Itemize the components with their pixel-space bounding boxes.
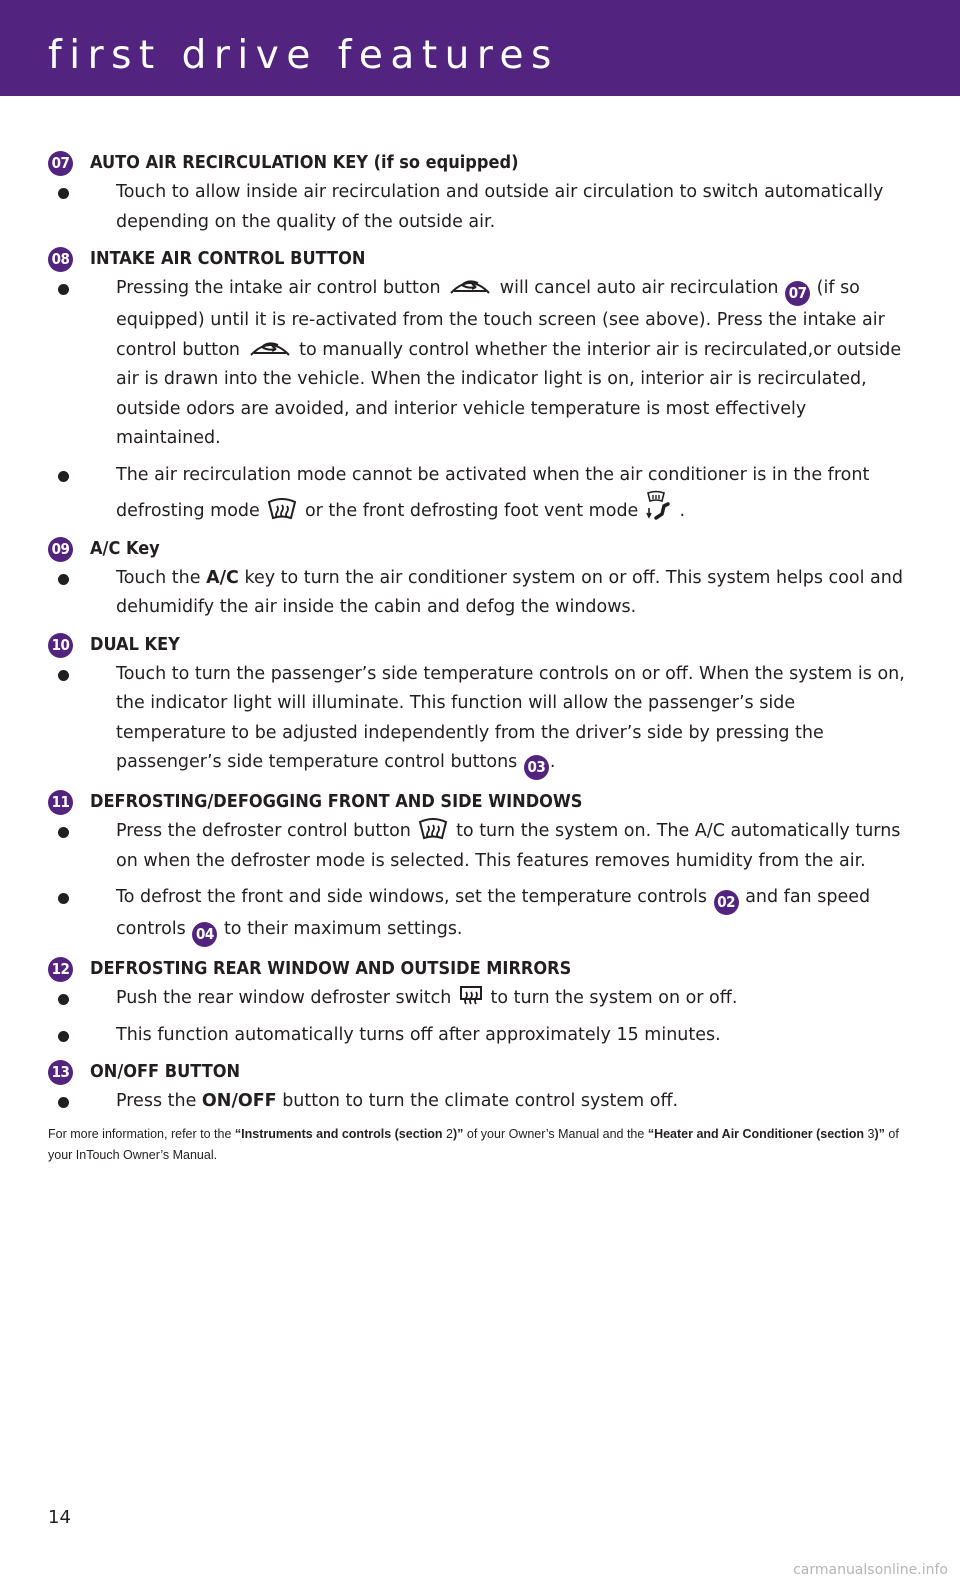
page-header-title: first drive features (48, 33, 559, 78)
footnote-quote-close: )” (453, 1126, 464, 1141)
section-title: DUAL KEY (90, 633, 180, 655)
bullet-item: Press the ON/OFF button to turn the clim… (58, 1087, 908, 1117)
bullet-text: to manually control whether the interior… (116, 339, 902, 449)
section-number-badge: 07 (48, 151, 73, 176)
bullet-item: Press the defroster control button to tu… (58, 817, 908, 876)
rear-defrost-icon (459, 985, 483, 1007)
recirculation-icon (448, 275, 492, 297)
section-number-badge: 10 (48, 632, 73, 658)
reference-badge: 07 (785, 281, 811, 306)
bullet-text: To defrost the front and side windows, s… (116, 887, 708, 907)
bullet-text: (if so equipped) until it is re-activate… (116, 278, 885, 360)
reference-badge: 04 (192, 922, 218, 947)
manual-reference-link-text: “Heater and Air Conditioner (section (647, 1126, 865, 1141)
section-heading: 12 DEFROSTING REAR WINDOW AND OUTSIDE MI… (48, 954, 908, 984)
header-bar: first drive features (0, 0, 960, 96)
footnote-text: 2 (446, 1126, 453, 1141)
footnote-text: 3 (867, 1126, 875, 1141)
watermark: carmanualsonline.info (793, 1562, 948, 1578)
section-heading: 07 AUTO AIR RECIRCULATION KEY (if so equ… (48, 148, 908, 178)
footnote-text: of your InTouch Owner’s Manual. (48, 1126, 899, 1162)
section-title: DEFROSTING/DEFOGGING FRONT AND SIDE WIND… (90, 791, 583, 812)
manual-reference-link-text: “Instruments and controls (section (234, 1126, 443, 1141)
bullet-text: or the front defrosting foot vent mode (304, 501, 639, 521)
section-title: INTAKE AIR CONTROL BUTTON (90, 248, 366, 269)
bullet-text: to their maximum settings. (223, 919, 463, 939)
section-number-badge: 09 (48, 536, 73, 562)
recirculation-icon (248, 337, 292, 359)
bold-key-label: A/C (206, 567, 239, 588)
bullet-text: Touch to turn the passenger’s side tempe… (116, 663, 905, 773)
section-13: 13 ON/OFF BUTTON Press the ON/OFF button… (48, 1057, 908, 1117)
bullet-text: . (549, 752, 556, 772)
bullet-text: Pressing the intake air control button (116, 278, 441, 298)
main-content: 07 AUTO AIR RECIRCULATION KEY (if so equ… (48, 148, 908, 1166)
section-heading: 09 A/C Key (48, 534, 908, 564)
footnote: For more information, refer to the “Inst… (48, 1124, 908, 1166)
bullet-item: To defrost the front and side windows, s… (58, 883, 908, 947)
bullet-item: Pressing the intake air control button w… (58, 274, 908, 454)
bullet-text: . (679, 501, 686, 521)
bullet-text: Press the defroster control button (116, 821, 411, 841)
bullet-text: Touch to allow inside air recirculation … (116, 182, 884, 232)
bullet-item: Push the rear window defroster switch to… (58, 984, 908, 1014)
section-title: AUTO AIR RECIRCULATION KEY (if so equipp… (90, 152, 519, 173)
section-title: DEFROSTING REAR WINDOW AND OUTSIDE MIRRO… (90, 958, 572, 979)
bold-key-label: ON/OFF (201, 1091, 277, 1111)
bullet-item: Touch to turn the passenger’s side tempe… (58, 660, 908, 780)
section-heading: 08 INTAKE AIR CONTROL BUTTON (48, 244, 908, 274)
section-heading: 13 ON/OFF BUTTON (48, 1057, 908, 1087)
bullet-text: Touch the (116, 567, 201, 588)
front-defrost-icon (267, 498, 297, 520)
section-title: A/C Key (90, 537, 160, 559)
section-number-badge: 12 (48, 957, 73, 982)
page-number: 14 (48, 1507, 71, 1528)
bullet-item: Touch to allow inside air recirculation … (58, 178, 908, 237)
reference-badge: 03 (523, 755, 549, 780)
section-number-badge: 13 (48, 1060, 73, 1085)
footnote-text: of your Owner’s Manual and the (466, 1126, 645, 1141)
bullet-text: and fan speed controls (116, 887, 871, 939)
bullet-text: to turn the system on or off. (490, 988, 738, 1008)
bullet-text: Push the rear window defroster switch (116, 988, 452, 1008)
bullet-text: This function automatically turns off af… (116, 1024, 721, 1045)
section-number-badge: 11 (48, 790, 73, 815)
bullet-item: The air recirculation mode cannot be act… (58, 461, 908, 527)
section-08: 08 INTAKE AIR CONTROL BUTTON Pressing th… (48, 244, 908, 527)
footnote-text: For more information, refer to the (48, 1126, 232, 1141)
footnote-quote-close: )” (874, 1126, 885, 1141)
bullet-text: The air recirculation mode cannot be act… (116, 464, 870, 522)
bullet-item: Touch the A/C key to turn the air condit… (58, 564, 908, 623)
section-07: 07 AUTO AIR RECIRCULATION KEY (if so equ… (48, 148, 908, 237)
section-heading: 11 DEFROSTING/DEFOGGING FRONT AND SIDE W… (48, 787, 908, 817)
section-number-badge: 08 (48, 247, 73, 272)
section-09: 09 A/C Key Touch the A/C key to turn the… (48, 534, 908, 623)
bullet-text: key to turn the air conditioner system o… (116, 567, 903, 618)
section-10: 10 DUAL KEY Touch to turn the passenger’… (48, 630, 908, 780)
front-defrost-icon (418, 818, 448, 840)
defrost-foot-vent-icon (646, 490, 672, 520)
section-heading: 10 DUAL KEY (48, 630, 908, 660)
section-12: 12 DEFROSTING REAR WINDOW AND OUTSIDE MI… (48, 954, 908, 1050)
bullet-text: Press the (116, 1091, 197, 1111)
reference-badge: 02 (713, 890, 739, 915)
bullet-item: This function automatically turns off af… (58, 1021, 908, 1051)
bullet-text: button to turn the climate control syste… (282, 1091, 679, 1111)
bullet-text: to turn the system on. The A/C automatic… (116, 821, 901, 871)
section-11: 11 DEFROSTING/DEFOGGING FRONT AND SIDE W… (48, 787, 908, 947)
section-title: ON/OFF BUTTON (90, 1061, 241, 1082)
bullet-text: will cancel auto air recirculation (499, 278, 779, 298)
